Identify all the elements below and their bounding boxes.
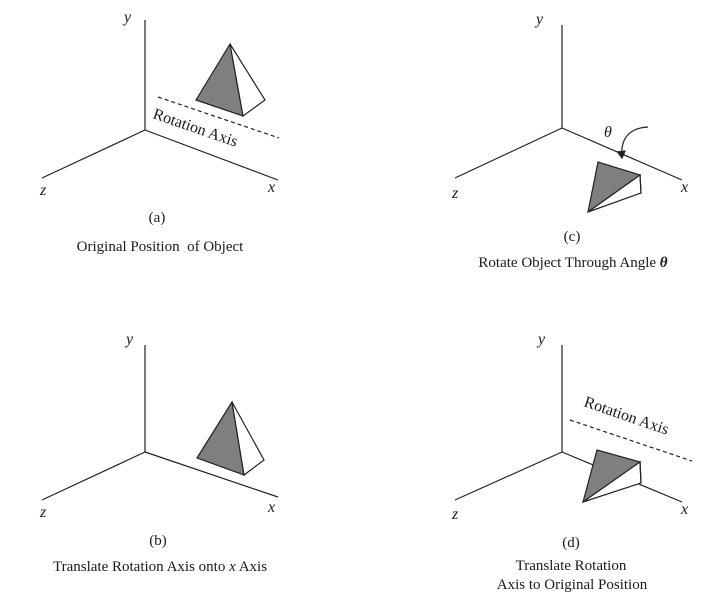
rotation-axis-label: Rotation Axis (151, 106, 240, 151)
panel-caption: Translate Rotation Axis onto x Axis (53, 559, 267, 575)
panel-caption: Rotate Object Through Angle θ (478, 255, 667, 271)
panel-caption-line-1: Translate Rotation (516, 558, 627, 574)
z-axis-label: z (39, 504, 47, 521)
z-axis (41, 451, 146, 501)
panel-a: y x z Rotation Axis (a) Original Positio… (39, 9, 280, 255)
z-axis (454, 127, 563, 179)
x-axis-label: x (267, 179, 275, 196)
panel-tag: (d) (562, 535, 580, 551)
panel-b: y x z (b) Translate Rotation Axis onto x… (39, 331, 279, 575)
pyramid-edge (639, 174, 642, 194)
x-axis-label: x (680, 501, 688, 518)
panel-d: y x z Rotation Axis (d) Translate Rotati… (451, 331, 693, 593)
panel-caption: Original Position of Object (77, 239, 244, 255)
z-axis (41, 129, 146, 179)
rotation-axis-label: Rotation Axis (582, 394, 671, 439)
y-axis-label: y (122, 9, 132, 26)
z-axis-label: z (451, 185, 459, 202)
rotation-axis-dashed (569, 419, 693, 462)
angle-theta-label: θ (604, 124, 612, 141)
x-axis-label: x (267, 499, 275, 516)
panel-tag: (c) (564, 229, 581, 245)
pyramid-object (196, 400, 265, 477)
x-axis-label: x (680, 179, 688, 196)
panel-c: y x z θ (c) Rotate Object Through Angle … (451, 11, 688, 271)
pyramid-light-face (229, 43, 266, 118)
y-axis-label: y (124, 331, 134, 348)
rotation-axis-dashed (157, 96, 280, 139)
x-axis (144, 129, 279, 181)
pyramid-edge (639, 461, 642, 484)
pyramid-object (195, 42, 266, 118)
x-axis (144, 451, 279, 498)
z-axis-label: z (39, 182, 47, 199)
pyramid-object (581, 449, 642, 504)
panel-tag: (b) (149, 533, 167, 549)
z-axis-label: z (451, 506, 459, 523)
panel-tag: (a) (149, 210, 166, 226)
y-axis-label: y (536, 331, 546, 348)
panel-caption-line-2: Axis to Original Position (497, 577, 648, 593)
pyramid-object (587, 161, 642, 214)
z-axis (454, 451, 563, 501)
rotation-arrow (616, 126, 649, 160)
y-axis-label: y (534, 11, 544, 28)
pyramid-light-face (231, 401, 265, 477)
